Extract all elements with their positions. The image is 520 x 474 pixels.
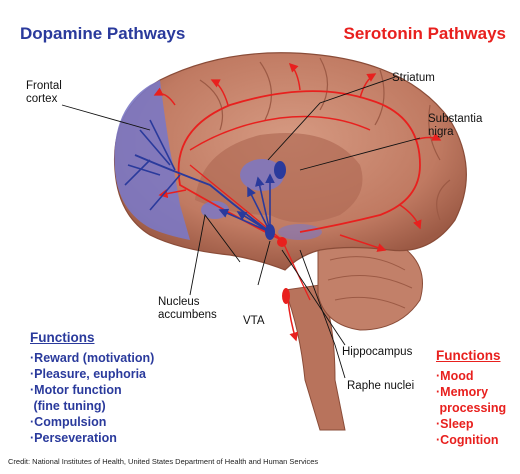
raphe-lower-marker [282, 288, 290, 304]
dopamine-functions-heading: Functions [30, 330, 154, 346]
raphe-marker [277, 237, 287, 247]
label-substantia-nigra: Substantia nigra [428, 113, 482, 139]
serotonin-function-item: ·Cognition [436, 432, 506, 448]
serotonin-function-item: ·Memory [436, 384, 506, 400]
dopamine-function-item: ·Perseveration [30, 430, 154, 446]
serotonin-functions-heading: Functions [436, 348, 506, 364]
serotonin-function-item: ·Sleep [436, 416, 506, 432]
label-frontal-cortex: Frontal cortex [26, 80, 62, 106]
serotonin-function-item: ·Mood [436, 368, 506, 384]
dopamine-function-item: ·Motor function [30, 382, 154, 398]
dopamine-function-item: ·Pleasure, euphoria [30, 366, 154, 382]
vta-marker [265, 224, 275, 240]
serotonin-title: Serotonin Pathways [344, 24, 506, 44]
dopamine-function-item: (fine tuning) [30, 398, 154, 414]
dopamine-title: Dopamine Pathways [20, 24, 185, 44]
label-nucleus-accumbens: Nucleus accumbens [158, 296, 217, 322]
dopamine-function-item: ·Compulsion [30, 414, 154, 430]
dopamine-functions-panel: Functions ·Reward (motivation) ·Pleasure… [30, 330, 154, 446]
substantia-nigra-marker [274, 161, 286, 179]
label-striatum: Striatum [392, 72, 435, 85]
label-hippocampus: Hippocampus [342, 346, 412, 359]
dopamine-function-item: ·Reward (motivation) [30, 350, 154, 366]
serotonin-functions-panel: Functions ·Mood ·Memory processing ·Slee… [436, 348, 506, 448]
label-vta: VTA [243, 315, 265, 328]
label-raphe-nuclei: Raphe nuclei [347, 380, 414, 393]
serotonin-function-item: processing [436, 400, 506, 416]
credit-line: Credit: National Institutes of Health, U… [8, 457, 318, 466]
